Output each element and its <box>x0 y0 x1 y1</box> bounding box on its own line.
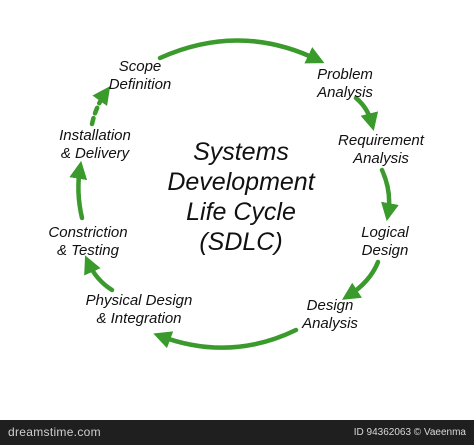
arrow-problem-to-requirement <box>353 95 379 131</box>
arrow-physical-to-constriction <box>84 255 115 293</box>
sdlc-cycle-diagram <box>69 38 399 350</box>
arrow-scope-to-problem <box>157 38 325 64</box>
dreamstime-logo: dreamstime.com <box>8 425 101 439</box>
watermark-footer: dreamstime.com ID 94362063 © Vaeenma <box>0 420 474 445</box>
image-credit: ID 94362063 © Vaeenma <box>353 427 466 438</box>
diagram-title: Systems Development Life Cycle (SDLC) <box>167 138 315 256</box>
arrow-design-to-physical <box>153 327 299 350</box>
arrow-requirement-to-logical <box>379 167 399 222</box>
arrow-installation-to-scope <box>89 86 111 127</box>
stage-physical-design-integration: Physical Design& Integration <box>85 292 193 327</box>
arrow-constriction-to-installation <box>69 160 88 221</box>
cycle-arrows <box>69 38 399 350</box>
stage-installation-delivery: Installation& Delivery <box>59 127 131 162</box>
arrow-logical-to-design <box>341 259 381 300</box>
stage-constriction-testing: Constriction& Testing <box>48 224 128 259</box>
